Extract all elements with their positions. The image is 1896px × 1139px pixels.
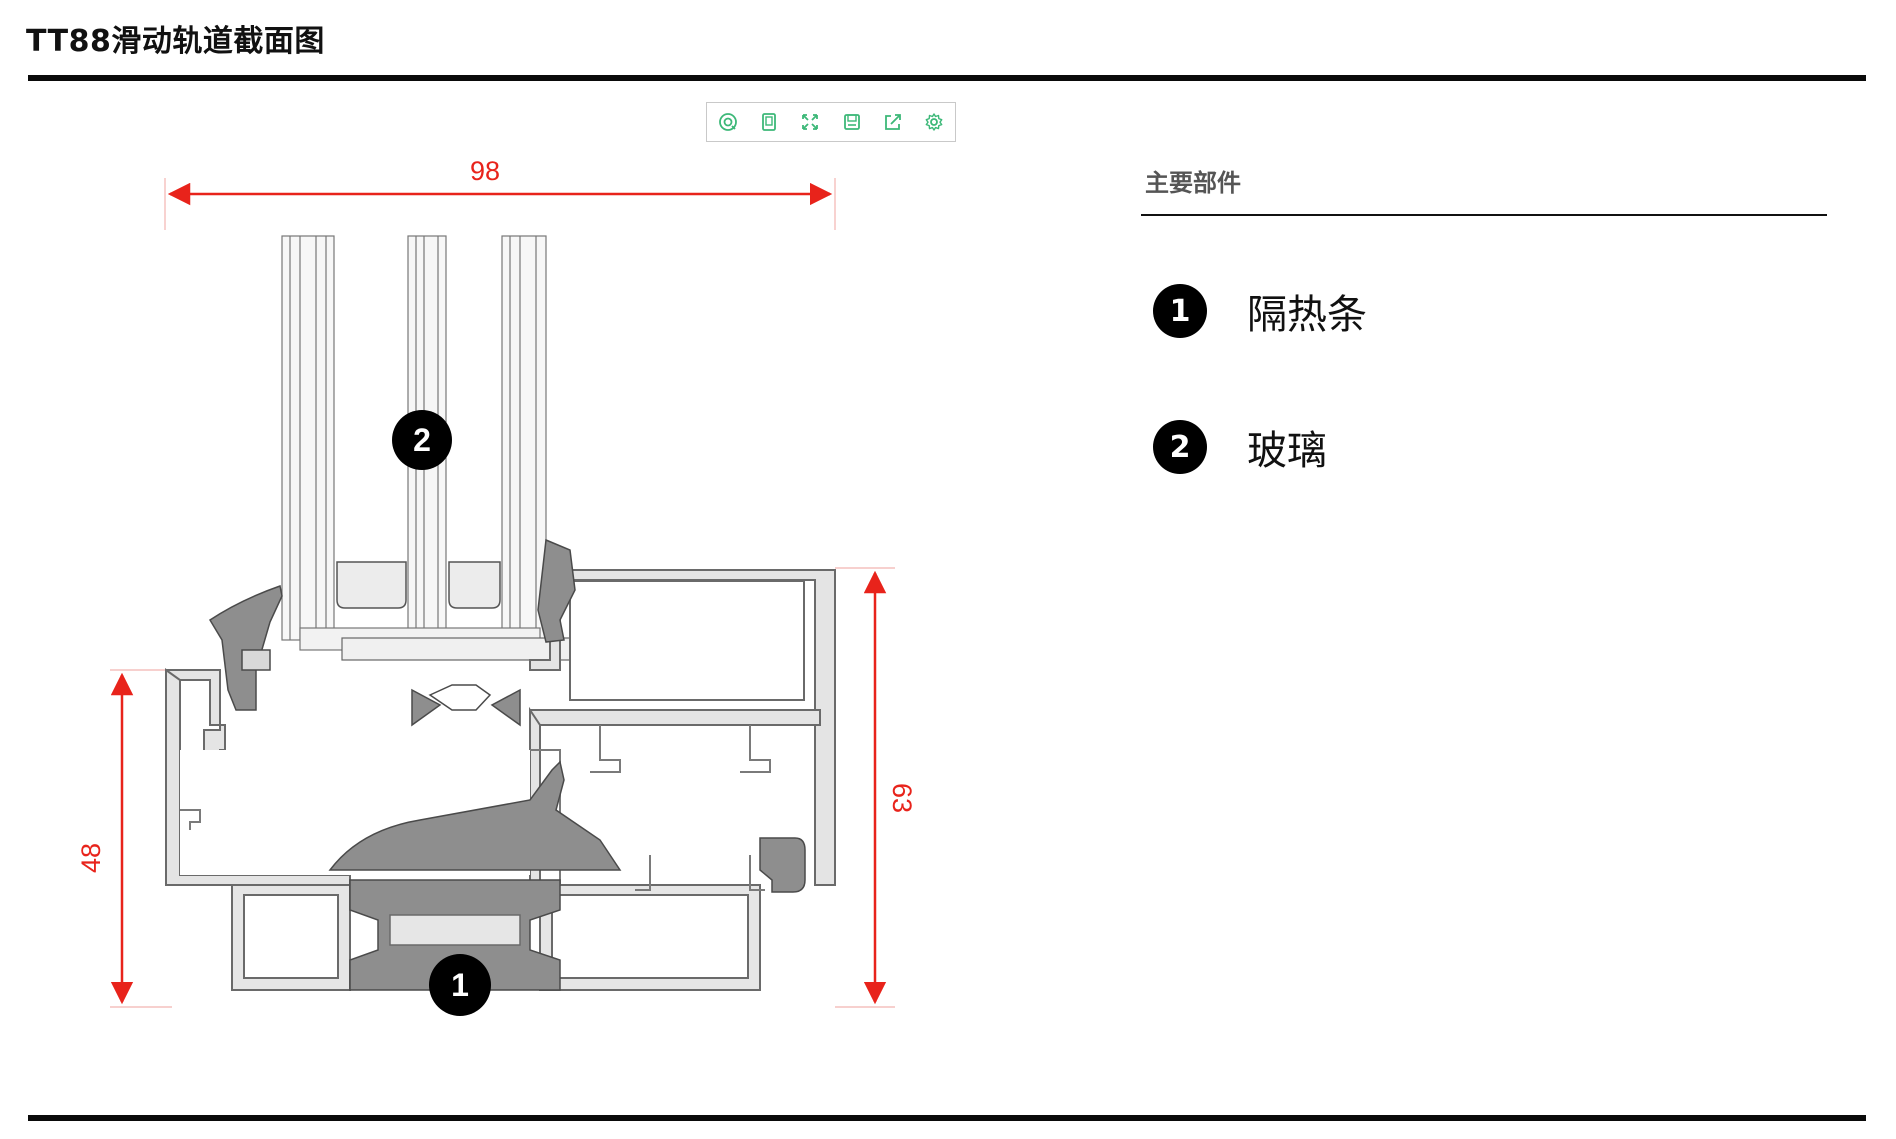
left-height-label: 48	[76, 843, 106, 873]
cross-section-drawing: 98 48 63	[76, 156, 917, 1016]
glass-spacers	[336, 561, 501, 609]
lower-chambers	[180, 750, 761, 991]
width-dimension-label: 98	[470, 156, 500, 186]
share-icon	[885, 114, 901, 130]
share-button[interactable]	[872, 103, 913, 141]
page-title: TT88滑动轨道截面图	[26, 24, 325, 59]
components-heading: 主要部件	[1145, 169, 1241, 197]
gear-icon	[925, 113, 943, 131]
component-number-badge: 1	[1153, 284, 1207, 338]
component-label: 隔热条	[1247, 292, 1367, 338]
callout-thermal-break: 1	[429, 954, 491, 1016]
left-height-dimension: 48	[76, 669, 172, 1008]
width-dimension: 98	[164, 156, 836, 230]
fullscreen-button[interactable]	[790, 103, 831, 141]
tablet-icon	[762, 113, 776, 131]
save-button[interactable]	[831, 103, 872, 141]
component-item-glass: 2 玻璃	[1153, 418, 1327, 476]
footer-divider	[28, 1115, 1866, 1121]
component-label: 玻璃	[1247, 428, 1327, 474]
header-divider	[28, 75, 1866, 81]
right-height-dimension: 63	[835, 567, 917, 1008]
expand-icon	[802, 114, 819, 130]
callout-glass: 2	[392, 410, 452, 470]
right-height-label: 63	[887, 783, 917, 813]
callout-glass-number: 2	[413, 422, 431, 458]
fit-page-button[interactable]	[748, 103, 789, 141]
thermal-break-strip	[349, 879, 561, 991]
target-icon	[718, 113, 737, 131]
save-icon	[843, 114, 860, 130]
gaskets	[208, 538, 806, 893]
locate-button[interactable]	[707, 103, 748, 141]
component-item-thermal-break: 1 隔热条	[1153, 282, 1367, 340]
settings-button[interactable]	[914, 103, 955, 141]
components-divider	[1141, 214, 1827, 216]
image-toolbar	[706, 102, 956, 142]
component-number-badge: 2	[1153, 420, 1207, 474]
callout-thermal-break-number: 1	[451, 967, 469, 1003]
